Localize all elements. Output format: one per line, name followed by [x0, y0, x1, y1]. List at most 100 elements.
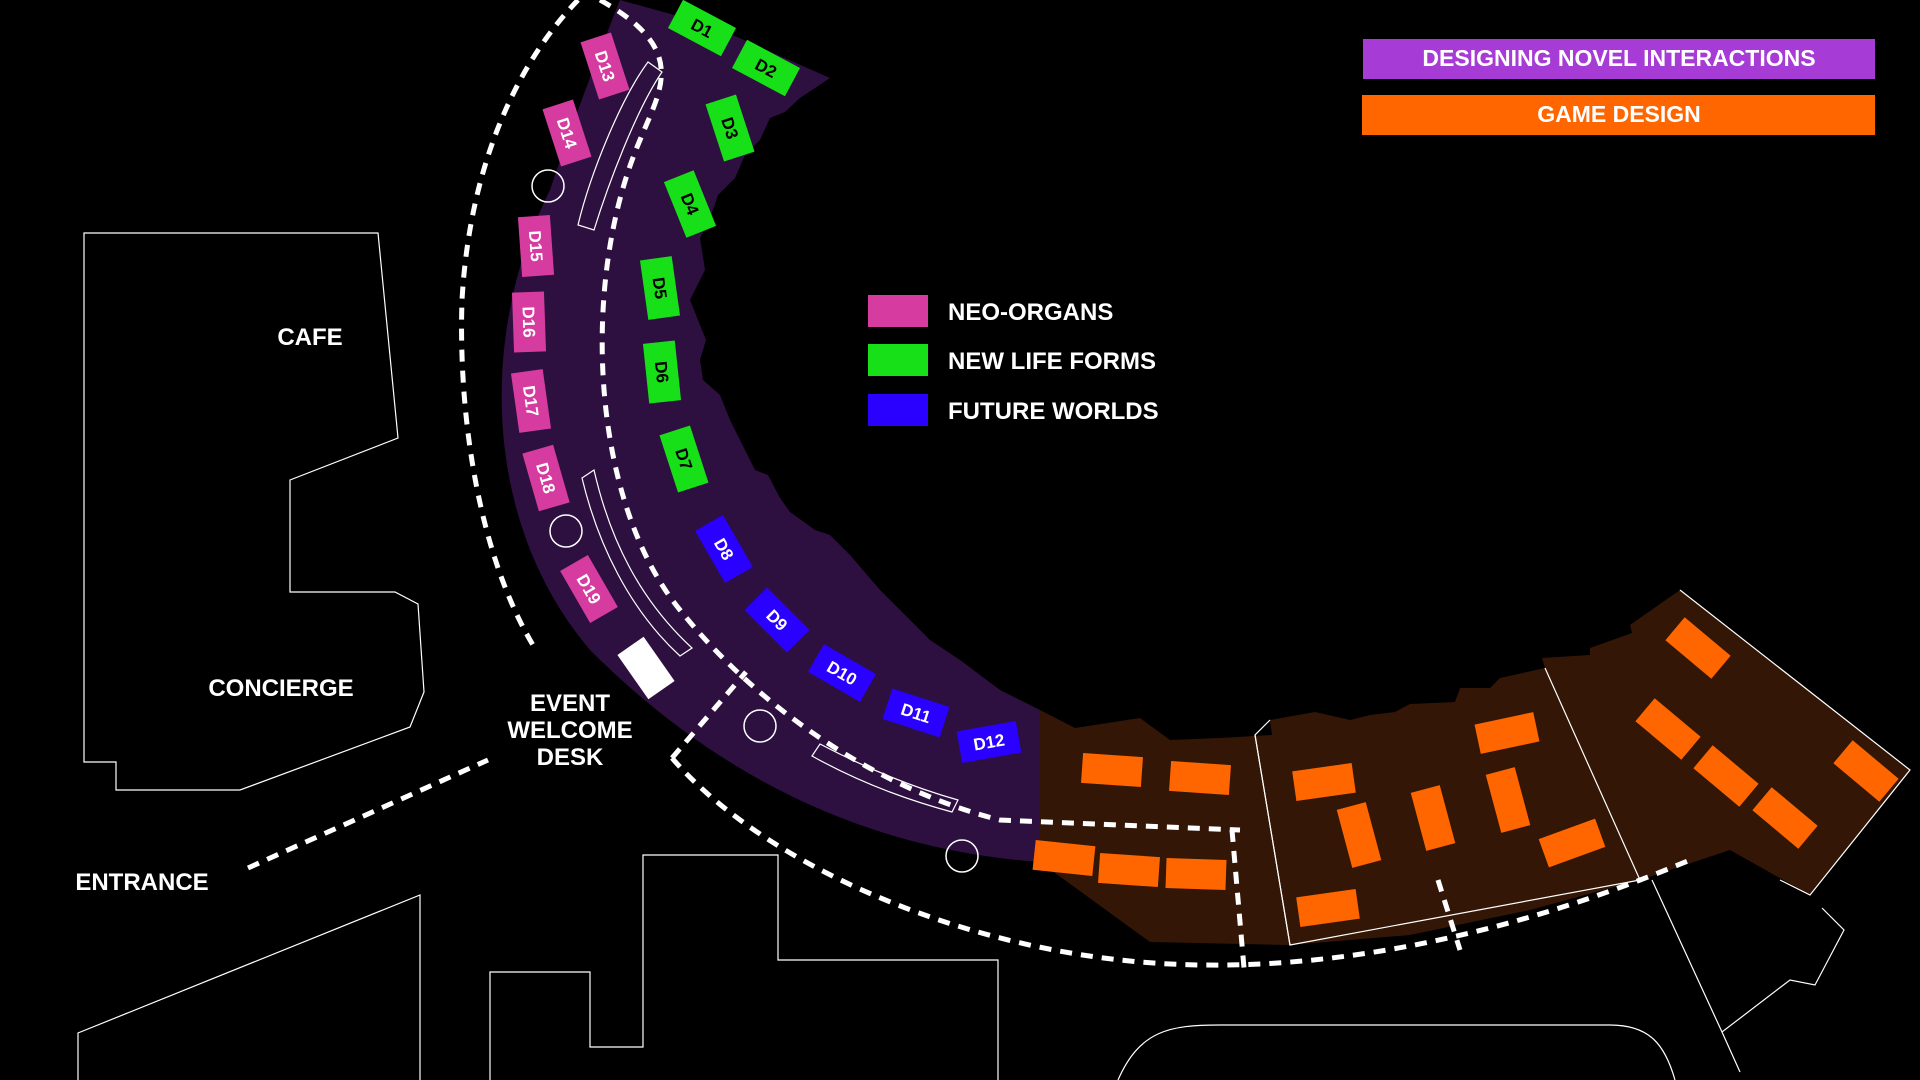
booth-d13: D13 — [580, 32, 630, 100]
outer-walkway-path — [459, 0, 580, 652]
game-table — [1635, 698, 1701, 760]
zone-banner-game-design — [1362, 95, 1875, 135]
booth-d19: D19 — [560, 555, 618, 623]
booth-marker — [642, 340, 682, 404]
booth-label: D6 — [651, 360, 672, 384]
booth-d7: D7 — [659, 425, 709, 493]
game-table — [1474, 712, 1540, 754]
pillar — [743, 709, 777, 743]
game-design-tables — [1032, 617, 1899, 928]
loop-walkway-path — [670, 756, 1691, 968]
booth-d11: D11 — [882, 688, 950, 738]
booth-marker — [659, 425, 709, 493]
booth-d8: D8 — [695, 515, 753, 583]
inner-walkway-path — [598, 0, 1241, 833]
booth-d3: D3 — [705, 94, 755, 162]
booth-marker — [808, 644, 876, 702]
booth-label: D5 — [649, 276, 671, 300]
zone-banner-designing-novel-interactions-label: DESIGNING NOVEL INTERACTIONS — [1422, 45, 1815, 71]
legend-label-new-life-forms: NEW LIFE FORMS — [948, 348, 1156, 375]
game-table — [1336, 802, 1382, 868]
game-table — [1485, 767, 1531, 833]
booth-marker — [522, 444, 570, 512]
booth-marker — [956, 721, 1022, 763]
booth-marker — [705, 94, 755, 162]
legend-swatch-neo-organs — [868, 295, 928, 327]
booth-marker — [695, 515, 753, 583]
game-table — [1410, 785, 1456, 851]
booth-marker — [744, 587, 810, 653]
booth-d17: D17 — [510, 369, 552, 433]
booth-marker — [510, 369, 552, 433]
game-table — [1665, 617, 1731, 679]
game-connector-path — [1229, 829, 1247, 969]
game-table — [1538, 818, 1606, 868]
booth-d6: D6 — [642, 340, 682, 404]
booth-legend: NEO-ORGANS NEW LIFE FORMS FUTURE WORLDS — [868, 295, 1159, 426]
zone-legend: DESIGNING NOVEL INTERACTIONS GAME DESIGN — [1362, 39, 1875, 135]
inner-wall-upper — [577, 61, 663, 231]
welcome-desk-label-line1: EVENT — [530, 690, 610, 717]
game-zone-outline — [1254, 589, 1911, 946]
entrance-walkway-path — [246, 757, 490, 871]
booth-label: D16 — [518, 306, 538, 338]
lower-middle-building-outline — [489, 854, 999, 1080]
booth-marker — [663, 170, 717, 238]
booth-marker — [517, 214, 555, 278]
welcome-desk-label-line3: DESK — [537, 744, 604, 771]
concierge-label: CONCIERGE — [208, 675, 353, 702]
game-table — [1032, 839, 1096, 877]
game-table — [1833, 740, 1899, 802]
booth-d10: D10 — [808, 644, 876, 702]
pillar — [945, 839, 979, 873]
booth-marker — [639, 256, 681, 320]
game-table — [1165, 857, 1227, 891]
desk-walkway-path — [670, 670, 748, 760]
booth-marker — [668, 0, 736, 57]
pillar — [549, 514, 583, 548]
booth-marker — [580, 32, 630, 100]
legend-label-neo-organs: NEO-ORGANS — [948, 299, 1113, 326]
entrance-label: ENTRANCE — [75, 869, 208, 896]
lower-left-building-outline — [77, 894, 421, 1080]
pillar — [531, 169, 565, 203]
welcome-desk — [617, 636, 675, 700]
booth-label: D15 — [525, 230, 546, 262]
legend-label-future-worlds: FUTURE WORLDS — [948, 398, 1159, 425]
booth-d16: D16 — [511, 291, 547, 353]
game-table — [1292, 762, 1356, 802]
inner-wall-lower — [581, 469, 693, 657]
zone-banner-game-design-label: GAME DESIGN — [1537, 101, 1701, 127]
booth-d9: D9 — [744, 587, 810, 653]
legend-swatch-new-life-forms — [868, 344, 928, 376]
booth-d2: D2 — [732, 39, 800, 97]
booth-marker — [732, 39, 800, 97]
booth-d5: D5 — [639, 256, 681, 320]
game-design-zone — [1040, 590, 1910, 945]
game-table — [1081, 752, 1143, 788]
booth-d18: D18 — [522, 444, 570, 512]
right-building-outline — [1651, 879, 1845, 1073]
booth-d14: D14 — [542, 99, 592, 167]
game-table — [1752, 787, 1818, 849]
game-table — [1098, 852, 1160, 888]
booth-marker — [882, 688, 950, 738]
cafe-label: CAFE — [277, 324, 342, 351]
booth-d12: D12 — [956, 721, 1022, 763]
game-table — [1296, 888, 1360, 928]
booth-d1: D1 — [668, 0, 736, 57]
booth-marker — [542, 99, 592, 167]
welcome-desk-label-line2: WELCOME — [507, 717, 632, 744]
booth-marker — [511, 291, 547, 353]
booth-d15: D15 — [517, 214, 555, 278]
legend-swatch-future-worlds — [868, 394, 928, 426]
cafe-building-outline — [83, 232, 425, 791]
booth-marker — [560, 555, 618, 623]
booth-label: D17 — [519, 384, 542, 418]
zone-banner-designing-novel-interactions — [1363, 39, 1875, 79]
booth-d4: D4 — [663, 170, 717, 238]
game-table — [1693, 745, 1759, 807]
lower-right-building-outline — [1117, 1024, 1676, 1080]
game-table — [1169, 760, 1231, 796]
